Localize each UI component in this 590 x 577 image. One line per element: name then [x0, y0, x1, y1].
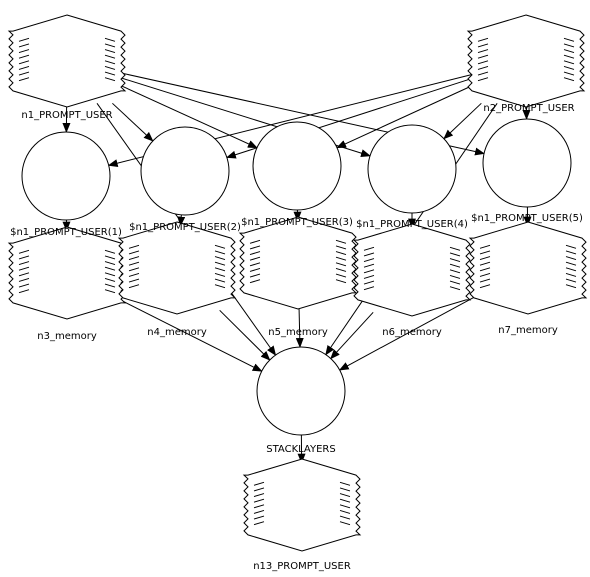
zigzag-texture-n13: [253, 481, 351, 526]
zigzag-box-shape-m3: [7, 226, 127, 320]
zigzag-texture-m6: [363, 246, 461, 291]
edge-n2-to-c3: [336, 85, 473, 149]
node-label-n2: n2_PROMPT_USER: [483, 103, 574, 114]
zigzag-texture-m5: [249, 239, 347, 284]
edge-m7-to-st: [338, 296, 475, 371]
node-m7[interactable]: [468, 221, 588, 315]
zigzag-texture-m4: [128, 244, 226, 289]
node-label-c5: $n1_PROMPT_USER(5): [471, 213, 583, 224]
edge-m6-to-st: [330, 311, 374, 360]
node-c2[interactable]: [140, 126, 230, 216]
zigzag-box-shape-n2: [466, 14, 586, 108]
zigzag-box-shape-m4: [117, 221, 237, 315]
node-label-n1: n1_PROMPT_USER: [21, 110, 112, 121]
circle-shape-c5: [482, 118, 572, 208]
edge-m4-to-st: [219, 309, 271, 361]
node-c1[interactable]: [21, 131, 111, 221]
node-label-st: STACKLAYERS: [266, 444, 335, 455]
node-c5[interactable]: [482, 118, 572, 208]
node-n13[interactable]: [242, 458, 362, 552]
zigzag-texture-m7: [479, 244, 577, 289]
zigzag-texture-n2: [477, 37, 575, 82]
zigzag-texture-m3: [18, 249, 116, 294]
zigzag-box-shape-m7: [468, 221, 588, 315]
node-st[interactable]: [256, 346, 346, 436]
circle-shape-c4: [367, 124, 457, 214]
zigzag-box-shape-n1: [7, 14, 127, 108]
node-c3[interactable]: [252, 121, 342, 211]
circle-shape-st: [256, 346, 346, 436]
zigzag-box-shape-m6: [352, 223, 472, 317]
zigzag-box-shape-n13: [242, 458, 362, 552]
edge-m5-to-st: [295, 305, 304, 349]
node-label-c4: $n1_PROMPT_USER(4): [356, 219, 468, 230]
circle-shape-c2: [140, 126, 230, 216]
node-label-m5: n5_memory: [268, 327, 328, 338]
node-m3[interactable]: [7, 226, 127, 320]
edge-n1-to-c2: [112, 102, 154, 142]
node-c4[interactable]: [367, 124, 457, 214]
labels-layer: n1_PROMPT_USER n2_PROMPT_USER $n1_PROMPT_U…: [10, 103, 583, 572]
node-label-c3: $n1_PROMPT_USER(3): [241, 217, 353, 228]
node-m5[interactable]: [238, 216, 358, 310]
edge-n2-to-c4: [443, 102, 482, 140]
node-n2[interactable]: [466, 14, 586, 108]
node-label-c2: $n1_PROMPT_USER(2): [129, 222, 241, 233]
node-n1[interactable]: [7, 14, 127, 108]
node-label-m4: n4_memory: [147, 327, 207, 338]
circle-shape-c1: [21, 131, 111, 221]
circle-shape-c3: [252, 121, 342, 211]
edge-n1-to-c3: [120, 85, 258, 149]
nodes-layer: [7, 14, 588, 552]
node-label-m7: n7_memory: [498, 325, 558, 336]
node-label-m3: n3_memory: [37, 331, 97, 342]
zigzag-box-shape-m5: [238, 216, 358, 310]
node-label-n13: n13_PROMPT_USER: [253, 561, 351, 572]
node-m4[interactable]: [117, 221, 237, 315]
node-m6[interactable]: [352, 223, 472, 317]
node-label-m6: n6_memory: [382, 327, 442, 338]
edge-m3-to-st: [120, 299, 263, 372]
node-label-c1: $n1_PROMPT_USER(1): [10, 227, 122, 238]
zigzag-texture-n1: [18, 37, 116, 82]
